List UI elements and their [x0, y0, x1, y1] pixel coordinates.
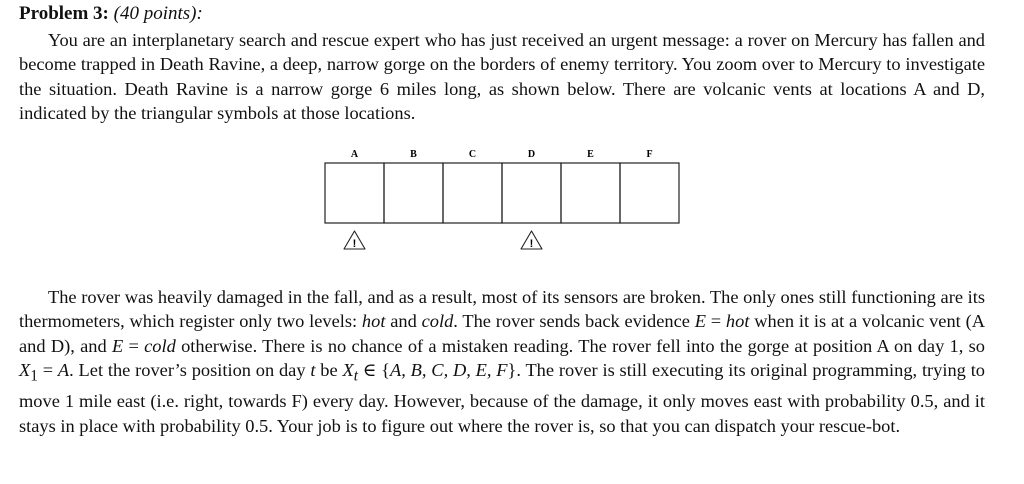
vent-symbols: !! [343, 230, 543, 250]
evidence-var: E [111, 335, 124, 356]
ravine-diagram: A B C D E F !! [324, 149, 680, 250]
location-label-d: D [528, 149, 535, 160]
position-subscript: t [353, 367, 358, 385]
cold-term: cold [144, 335, 176, 356]
position-var: X [19, 360, 31, 381]
location-labels: A B C D E F [351, 149, 653, 160]
location-label-b: B [410, 149, 417, 160]
ravine-cell-a [324, 162, 385, 224]
position-subscript: 1 [30, 367, 38, 385]
intro-paragraph: You are an interplanetary search and res… [19, 28, 985, 126]
location-label-e: E [587, 149, 594, 160]
problem-heading: Problem 3: (40 points): [19, 2, 203, 26]
problem-label: Problem 3: [19, 3, 109, 24]
position-set: A, B, C, D, E, F [390, 360, 508, 381]
ravine-cell-b [383, 162, 444, 224]
body-paragraph: The rover was heavily damaged in the fal… [19, 285, 985, 438]
hot-term: hot [361, 311, 386, 332]
ravine-cell-c [442, 162, 503, 224]
vent-warning-icon: ! [520, 230, 543, 250]
cold-term: cold [421, 311, 454, 332]
vent-warning-icon: ! [343, 230, 366, 250]
hot-term: hot [725, 311, 750, 332]
location-label-f: F [646, 149, 652, 160]
location-label-c: C [469, 149, 476, 160]
position-var: X [342, 360, 354, 381]
intro-text: You are an interplanetary search and res… [19, 30, 985, 124]
ravine-cells [324, 162, 680, 224]
location-label-a: A [351, 149, 359, 160]
evidence-var: E [694, 311, 706, 332]
body-text: The rover was heavily damaged in the fal… [19, 287, 985, 436]
ravine-cell-d [501, 162, 562, 224]
ravine-cell-e [560, 162, 621, 224]
svg-text:!: ! [353, 238, 357, 250]
ravine-cell-f [619, 162, 680, 224]
problem-points: (40 points): [113, 3, 203, 24]
svg-text:!: ! [530, 238, 534, 250]
